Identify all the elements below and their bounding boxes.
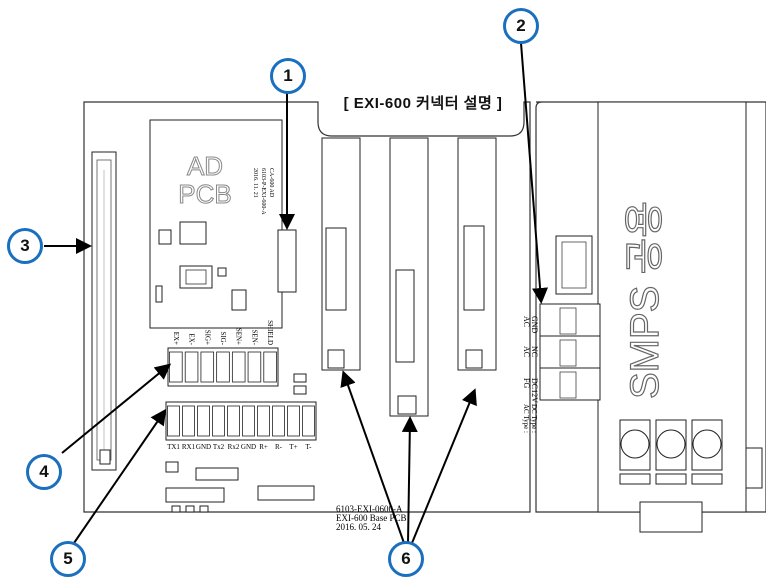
diagram-title: [ EXI-600 커넥터 설명 ] bbox=[343, 95, 503, 112]
terminal-pin-label: Rx2 bbox=[228, 443, 240, 451]
terminal-pin-label: GND bbox=[241, 443, 256, 451]
terminal-pin bbox=[242, 405, 255, 437]
smps-label: SMPS 공용 bbox=[623, 201, 667, 399]
terminal-pin-label: SEN+ bbox=[235, 328, 243, 345]
terminal-pin bbox=[302, 405, 315, 437]
power-terminal-2 bbox=[539, 303, 601, 401]
terminal-pin-label: GND bbox=[196, 443, 211, 451]
footer-line-3: 2016. 05. 24 bbox=[336, 522, 382, 532]
power-type-dc: DC Type : bbox=[530, 404, 538, 433]
ad-pcb-side-text-2: 2016. 11. 21 bbox=[252, 168, 258, 198]
terminal-pin bbox=[212, 405, 225, 437]
power-label-ac: AC bbox=[522, 316, 531, 327]
callout-2: 2 bbox=[503, 8, 539, 44]
terminal-pin bbox=[182, 405, 195, 437]
capacitor-icon bbox=[655, 419, 687, 485]
ad-pcb-side-text-3: CA-600 AD bbox=[268, 168, 274, 198]
terminal-pin-label: SEN- bbox=[250, 329, 258, 345]
connector-1 bbox=[277, 229, 297, 293]
terminal-pin bbox=[287, 405, 300, 437]
terminal-pin-label: SHIELD bbox=[266, 320, 274, 345]
terminal-pin-label: R- bbox=[275, 443, 283, 451]
power-label-dc12v: DC12V bbox=[530, 378, 539, 403]
ad-pcb-board bbox=[149, 119, 283, 329]
callout-3: 3 bbox=[7, 228, 43, 264]
terminal-pin-label: R+ bbox=[259, 443, 268, 451]
power-label-ac2: AC bbox=[522, 346, 531, 357]
arrow-icon bbox=[44, 42, 549, 544]
ad-pcb-side-text-1: 6103-P-EXI-600-A bbox=[260, 168, 266, 215]
terminal-pin bbox=[263, 351, 277, 383]
slot-connector-c bbox=[457, 137, 497, 371]
terminal-pin-label: T+ bbox=[289, 443, 297, 451]
terminal-pin bbox=[167, 405, 180, 437]
ad-pcb-label-2: PCB bbox=[178, 179, 231, 209]
terminal-pin-label: SIG+ bbox=[203, 330, 211, 345]
terminal-pin-label: TX1 bbox=[167, 443, 180, 451]
terminal-pin bbox=[184, 351, 199, 383]
power-label-gnd: GND bbox=[530, 316, 539, 334]
terminal-pin bbox=[257, 405, 270, 437]
callout-4: 4 bbox=[26, 454, 62, 490]
ad-pcb-label-1: AD bbox=[187, 151, 223, 181]
callout-5: 5 bbox=[50, 541, 86, 577]
terminal-pin bbox=[216, 351, 230, 383]
terminal-pin-label: T- bbox=[306, 443, 313, 451]
slot-connector-b bbox=[389, 137, 429, 417]
terminal-pin bbox=[247, 351, 262, 383]
power-label-fg: FG bbox=[522, 378, 531, 388]
terminal-pin bbox=[200, 351, 215, 383]
terminal-pin-label: EX+ bbox=[172, 332, 180, 345]
slot-connector-a bbox=[321, 137, 361, 371]
terminal-pin bbox=[197, 405, 210, 437]
callout-6: 6 bbox=[388, 541, 424, 577]
terminal-pin bbox=[227, 405, 240, 437]
terminal-pin bbox=[169, 351, 183, 383]
terminal-pin-label: SIG- bbox=[219, 331, 227, 345]
capacitor-icon bbox=[691, 419, 723, 485]
terminal-pin-label: Tx2 bbox=[213, 443, 225, 451]
power-label-nc: NC bbox=[530, 346, 539, 357]
terminal-pin bbox=[272, 405, 285, 437]
footer-line-2: EXI-600 Base PCB bbox=[336, 513, 407, 523]
power-type-ac: AC Type : bbox=[522, 404, 530, 433]
terminal-pin bbox=[231, 351, 246, 383]
capacitor-icon bbox=[619, 419, 651, 485]
footer-line-1: 6103-EXI-0600-A bbox=[336, 504, 403, 514]
terminal-pin-label: RX1 bbox=[182, 443, 196, 451]
terminal-pin-label: EX- bbox=[188, 333, 196, 345]
callout-1: 1 bbox=[270, 58, 306, 94]
